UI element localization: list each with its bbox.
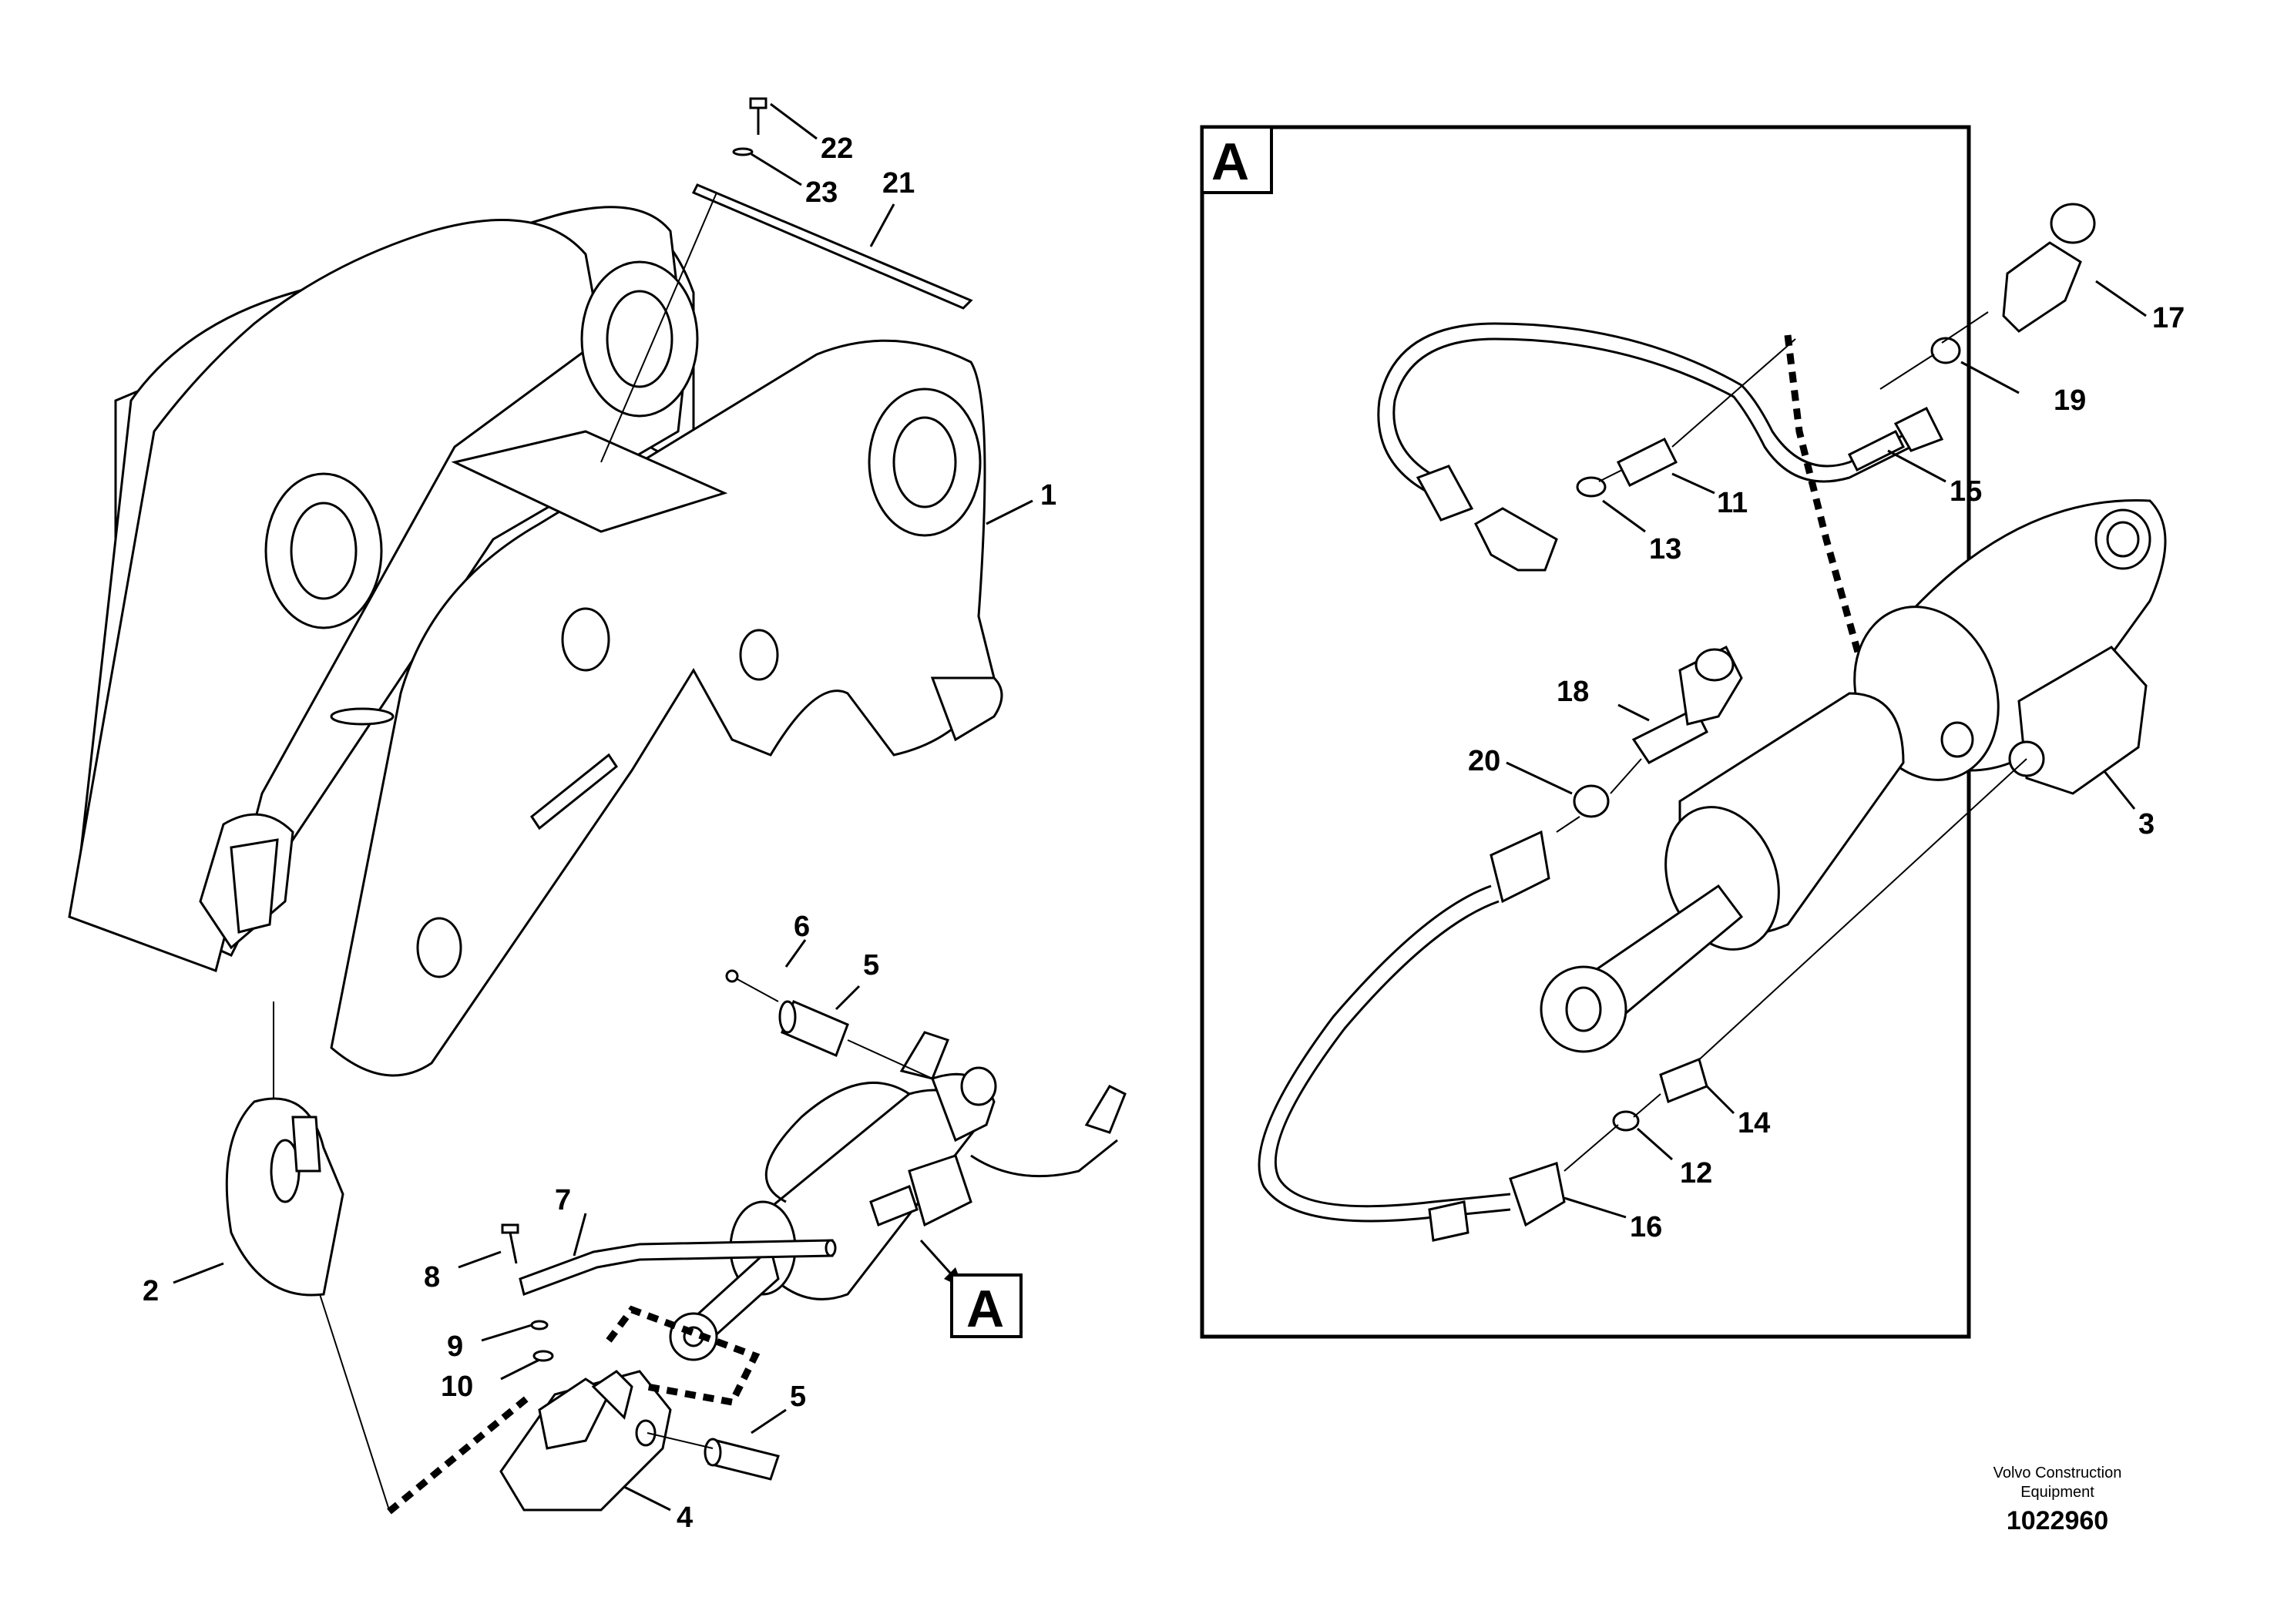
- drawing-number: 1022960: [2007, 1506, 2108, 1535]
- oring-13: [1576, 476, 1607, 498]
- detail-inset-A: [1200, 125, 2167, 1339]
- leader-line-21: [869, 203, 895, 247]
- fitting-14: [1659, 1057, 1708, 1104]
- leader-line-5a: [835, 985, 861, 1011]
- cover-plate: [691, 183, 973, 310]
- leader-line-11: [1671, 472, 1715, 495]
- label-5-upper: 5: [863, 949, 879, 981]
- leader-line-6: [784, 939, 807, 968]
- label-8: 8: [424, 1261, 440, 1293]
- leader-line-22: [770, 102, 818, 140]
- label-19: 19: [2054, 384, 2086, 417]
- leader-line-16: [1563, 1196, 1627, 1219]
- label-13: 13: [1649, 533, 1681, 565]
- leader-line-23: [751, 153, 802, 186]
- leader-line-14: [1705, 1085, 1735, 1115]
- leader-line-19: [1960, 361, 2020, 394]
- callout-letter: A: [966, 1280, 1004, 1338]
- company-name-line2: Equipment: [2020, 1484, 2094, 1501]
- leader-line-8: [458, 1250, 502, 1269]
- label-10: 10: [441, 1371, 473, 1403]
- label-17: 17: [2152, 302, 2185, 334]
- nut-20: [1573, 784, 1610, 818]
- nut-19: [1930, 337, 1961, 364]
- label-22: 22: [821, 133, 853, 165]
- label-23: 23: [805, 176, 838, 209]
- leader-line-5b: [751, 1408, 787, 1434]
- leader-line-12: [1637, 1127, 1673, 1161]
- label-15: 15: [1950, 475, 1982, 508]
- inset-letter: A: [1211, 133, 1249, 191]
- leader-line-7: [573, 1213, 587, 1257]
- label-4: 4: [677, 1502, 693, 1534]
- screw-head: [749, 97, 767, 109]
- label-1: 1: [1040, 479, 1056, 512]
- mount-block-3: [2017, 646, 2148, 795]
- leader-line-18: [1617, 703, 1650, 722]
- callout-box-A: [950, 1273, 1023, 1338]
- label-12: 12: [1680, 1157, 1712, 1189]
- leader-line-3: [2102, 770, 2136, 810]
- cylinder-assembly-small: [669, 1031, 1127, 1361]
- label-11: 11: [1717, 487, 1748, 519]
- fitting-11: [1616, 437, 1678, 488]
- coupler-frame: [68, 206, 1033, 1077]
- leader-line-13: [1602, 499, 1646, 533]
- leader-line-9: [481, 1324, 532, 1342]
- label-3: 3: [2138, 808, 2155, 841]
- lock-block-group: [499, 1370, 787, 1512]
- latch-hook: [173, 1002, 390, 1511]
- label-14: 14: [1738, 1107, 1770, 1139]
- label-20: 20: [1468, 745, 1500, 777]
- label-9: 9: [447, 1330, 463, 1363]
- inset-tag-box: [1201, 126, 1273, 194]
- dashed-line-cylinder: [606, 1305, 761, 1407]
- lock-bar-group: [458, 1213, 837, 1381]
- label-5-lower: 5: [790, 1381, 806, 1413]
- leader-line-15: [1887, 449, 1946, 483]
- label-21: 21: [882, 167, 915, 200]
- label-16: 16: [1630, 1211, 1662, 1243]
- company-name-line1: Volvo Construction: [1993, 1465, 2122, 1481]
- leader-line-4: [623, 1485, 671, 1512]
- dashed-line-block: [387, 1391, 534, 1515]
- elbow-17: [2002, 241, 2082, 333]
- oring-12: [1612, 1110, 1640, 1132]
- leader-line-1: [986, 499, 1033, 525]
- label-6: 6: [794, 911, 810, 943]
- leader-line-17: [2095, 280, 2147, 317]
- leader-line-2: [173, 1262, 224, 1284]
- pin-upper: [725, 939, 933, 1079]
- leader-line-20: [1506, 761, 1573, 795]
- washer: [732, 147, 754, 156]
- label-2: 2: [143, 1275, 159, 1307]
- label-7: 7: [555, 1184, 571, 1216]
- leader-line-10: [500, 1358, 540, 1381]
- cover-plate-group: [600, 97, 973, 463]
- label-18: 18: [1557, 676, 1589, 708]
